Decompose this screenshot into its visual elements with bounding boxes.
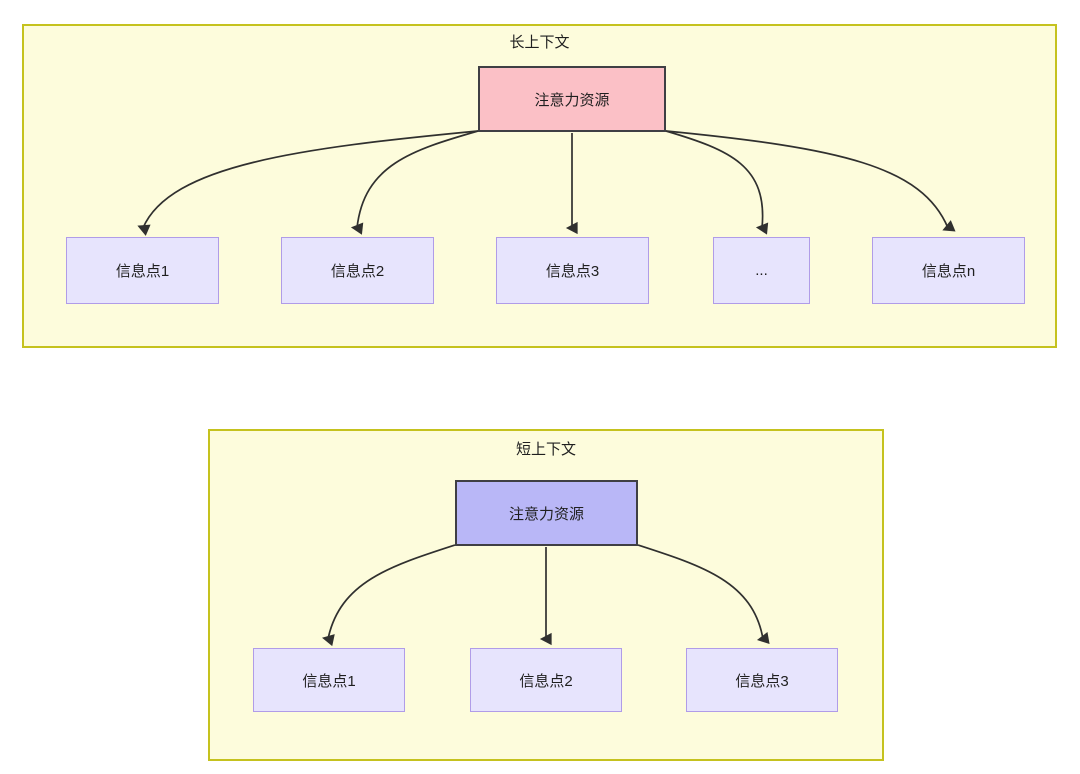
node-long-info-point-ellipsis[interactable]: ...: [713, 237, 810, 304]
node-long-info-point-2[interactable]: 信息点2: [281, 237, 434, 304]
node-label: 信息点2: [330, 263, 385, 280]
node-long-info-point-3[interactable]: 信息点3: [496, 237, 649, 304]
panel-short-context-title: 短上下文: [515, 441, 576, 458]
node-label: 注意力资源: [508, 505, 584, 523]
node-long-attention-resource[interactable]: 注意力资源: [478, 66, 666, 132]
node-label: 信息点n: [921, 263, 976, 280]
node-label: 信息点2: [519, 672, 573, 690]
node-label: 信息点3: [545, 263, 600, 280]
node-long-info-point-1[interactable]: 信息点1: [66, 237, 219, 304]
node-label: 信息点1: [115, 263, 170, 280]
node-label: 信息点3: [735, 672, 789, 690]
node-short-info-point-1[interactable]: 信息点1: [253, 648, 405, 712]
node-short-attention-resource[interactable]: 注意力资源: [455, 480, 638, 546]
node-short-info-point-3[interactable]: 信息点3: [686, 648, 838, 712]
node-label: ...: [755, 262, 768, 279]
node-label: 注意力资源: [534, 91, 610, 109]
node-short-info-point-2[interactable]: 信息点2: [470, 648, 622, 712]
panel-long-context-title: 长上下文: [509, 34, 570, 51]
node-label: 信息点1: [302, 672, 356, 690]
node-long-info-point-n[interactable]: 信息点n: [872, 237, 1025, 304]
